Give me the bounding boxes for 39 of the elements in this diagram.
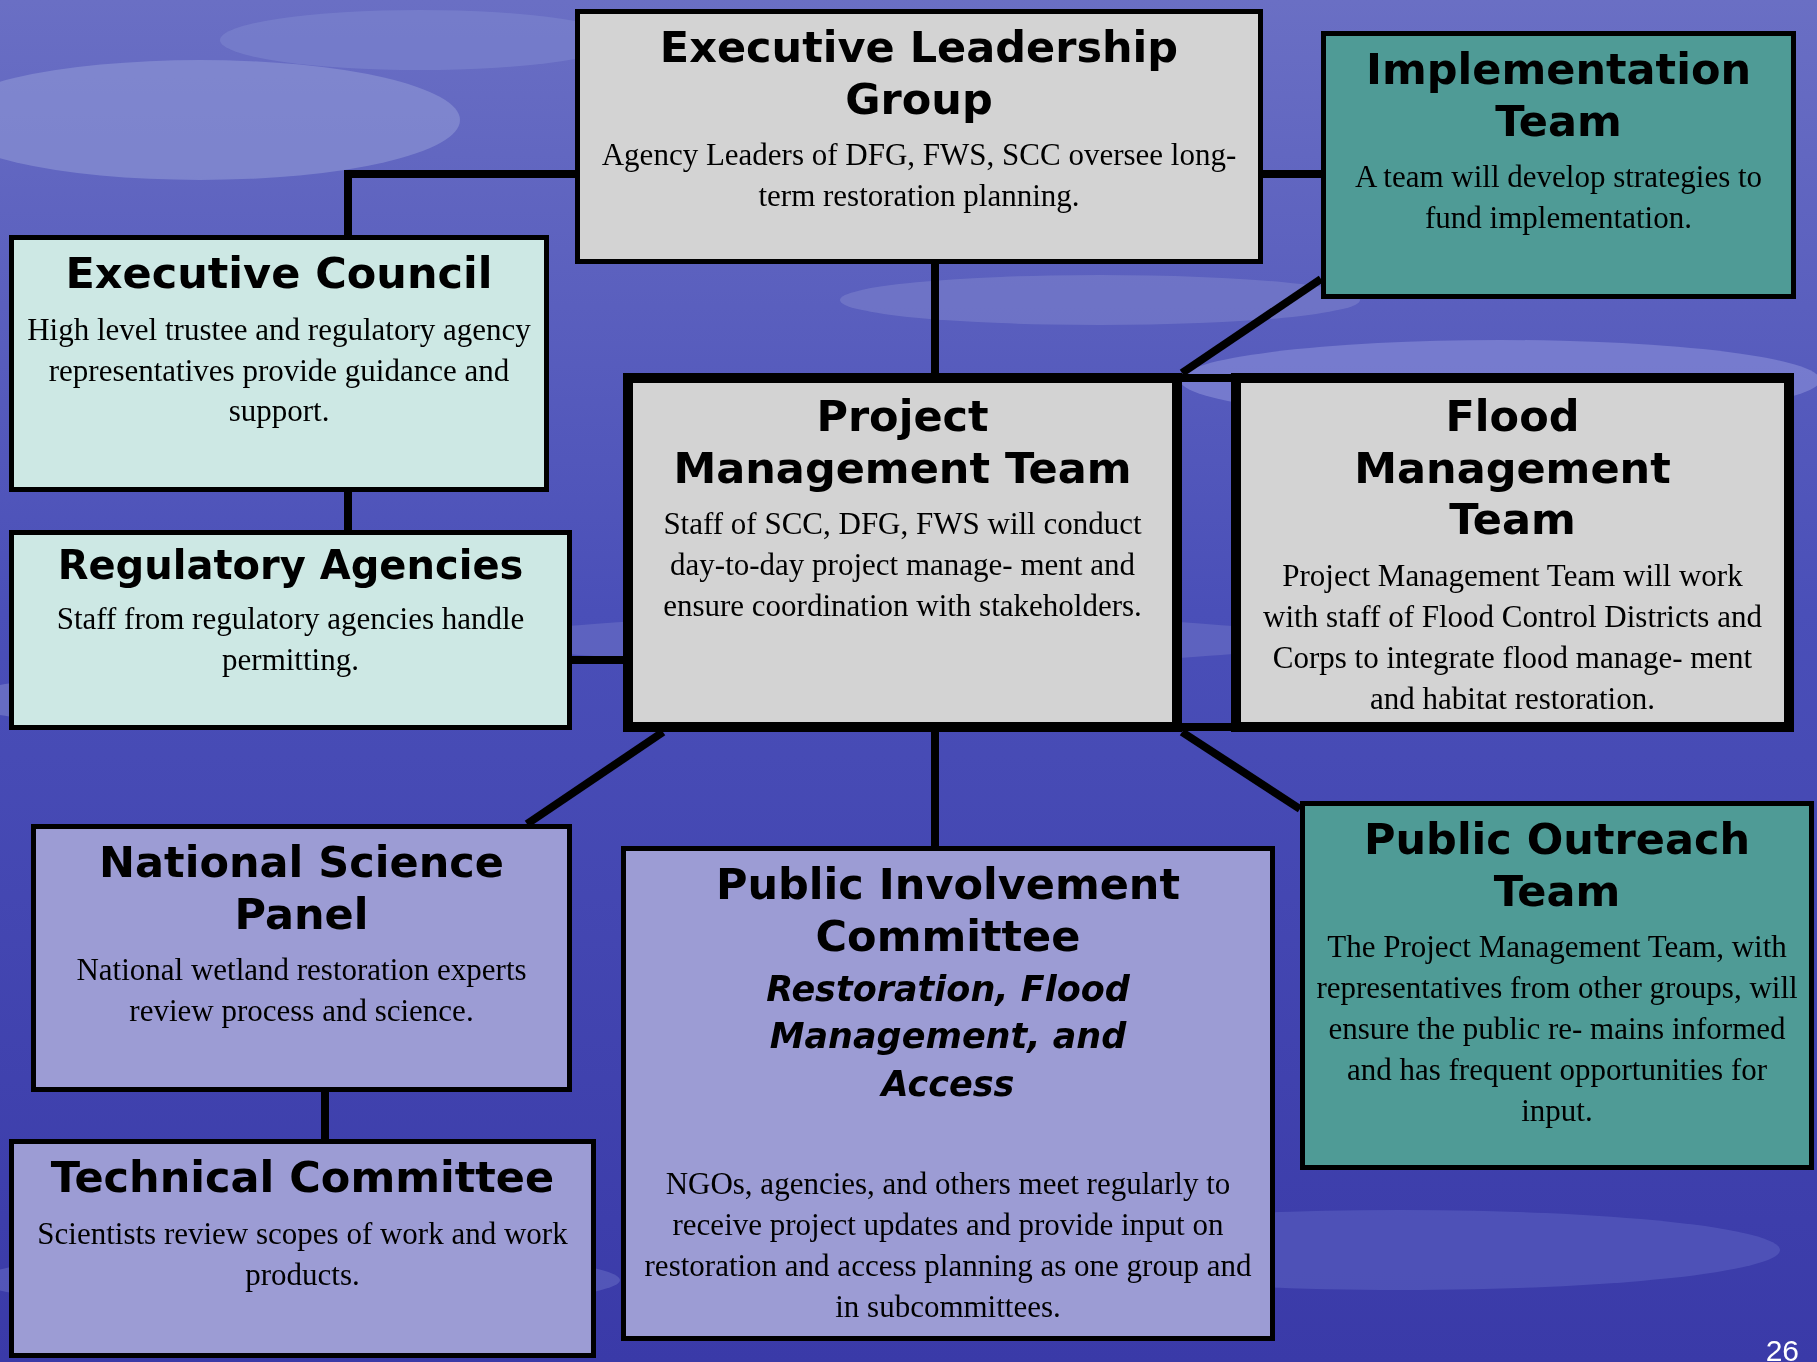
management-box xyxy=(623,373,1182,732)
description: The Project Management Team, with representatives from other groups, will ensure the public re- mains informed and has frequent opportunities for input. xyxy=(1315,928,1799,1130)
connector-line xyxy=(931,732,939,846)
heading: Flood Management Team xyxy=(1353,391,1672,546)
connector-line xyxy=(344,492,352,530)
description: High level trustee and regulatory agency representatives provide guidance and support. xyxy=(26,310,532,431)
outreach-box xyxy=(1300,801,1814,1170)
management-box xyxy=(1231,373,1794,732)
heading: Executive Council xyxy=(65,248,493,300)
connector-line xyxy=(321,1092,329,1139)
description: National wetland restoration experts review process and science. xyxy=(75,951,528,1031)
description: Project Management Team will work with staff of Flood Control Districts and Corps to integrate flood manage- ment and habitat restoration. xyxy=(1262,556,1763,718)
leadership-box xyxy=(575,9,1263,264)
description: Staff of SCC, DFG, FWS will conduct day-to-day project manage- ment and ensure coordination with stakeholders. xyxy=(662,505,1143,625)
page-number: 26 xyxy=(1765,1334,1799,1362)
committee-box xyxy=(9,1139,596,1358)
heading: Executive Leadership Group xyxy=(658,22,1180,126)
description: Staff from regulatory agencies handle permitting. xyxy=(55,600,526,679)
connector-line xyxy=(931,264,939,373)
description: A team will develop strategies to fund implementation. xyxy=(1353,158,1764,238)
team-box xyxy=(1321,31,1796,299)
description: NGOs, agencies, and others meet regularly to receive project updates and provide input on restoration and access planning as one group and in subcommittees. xyxy=(643,1165,1253,1327)
connector-line xyxy=(344,170,575,235)
heading: National Science Panel xyxy=(98,837,505,941)
description: Agency Leaders of DFG, FWS, SCC oversee long-term restoration planning. xyxy=(600,136,1238,216)
connector-line xyxy=(572,656,623,664)
council-box xyxy=(9,235,549,492)
heading: Technical Committee xyxy=(50,1152,555,1204)
committee-box xyxy=(621,846,1275,1341)
connector-line xyxy=(1263,170,1321,178)
heading: Public Outreach Team xyxy=(1362,814,1752,918)
description: Scientists review scopes of work and work products. xyxy=(36,1214,569,1294)
subheading: Restoration, Flood Management, and Access xyxy=(765,968,1131,1106)
panel-box xyxy=(31,824,572,1092)
heading: Regulatory Agencies xyxy=(57,541,524,589)
heading: Public Involvement Committee xyxy=(714,859,1182,963)
heading: Project Management Team xyxy=(672,391,1133,495)
agency-box xyxy=(9,530,572,730)
heading: Implementation Team xyxy=(1364,44,1753,148)
